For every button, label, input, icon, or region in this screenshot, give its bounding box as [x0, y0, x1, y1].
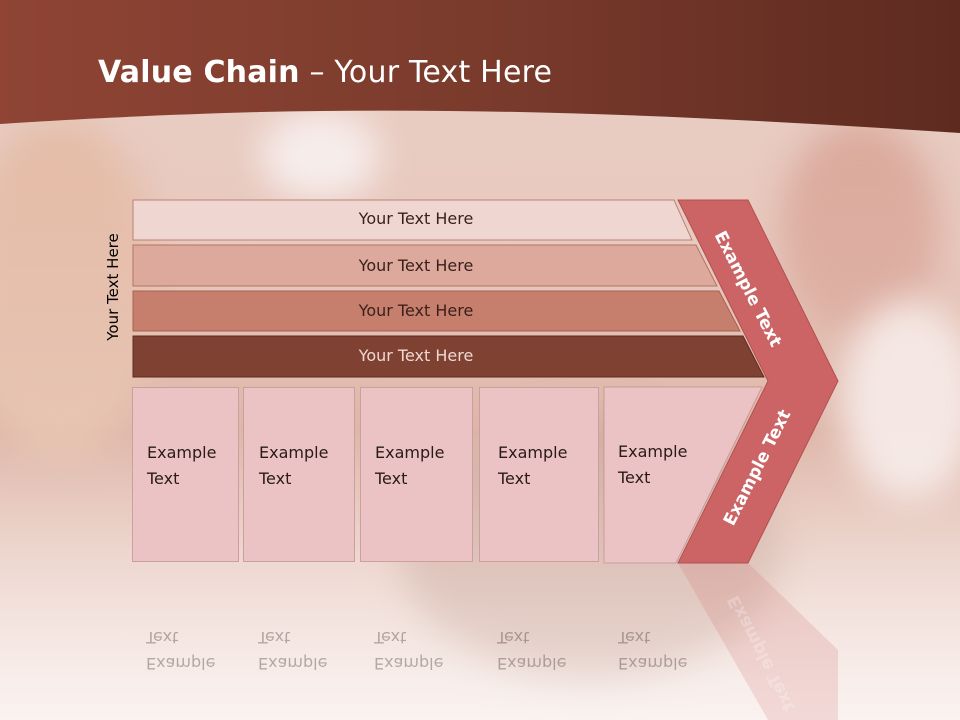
header-band: Value Chain – Your Text Here: [0, 0, 960, 140]
box-2-reflection-label: Example Text: [258, 628, 328, 672]
box-3-reflection: Example Text: [360, 562, 473, 672]
row-2-shape: [132, 244, 718, 287]
box-4-reflection: Example Text: [479, 562, 599, 672]
box-5-label: Example Text: [618, 442, 688, 487]
box-1-reflection-label: Example Text: [146, 628, 216, 672]
box-2: Example Text: [243, 387, 355, 562]
box-5-reflection: Example Text: [604, 562, 694, 672]
row-4-shape: [132, 335, 765, 378]
box-4: Example Text: [479, 387, 599, 562]
row-1-label: Your Text Here: [358, 209, 474, 228]
box-1: Example Text: [132, 387, 239, 562]
row-3-label: Your Text Here: [358, 301, 474, 320]
row-3-shape: [132, 290, 741, 332]
box-2-label: Example Text: [259, 443, 329, 488]
row-2-label: Your Text Here: [358, 256, 474, 275]
slide-title: Value Chain – Your Text Here: [98, 55, 552, 90]
chevron-reflection: [678, 563, 838, 720]
box-1-reflection: Example Text: [132, 562, 239, 672]
chevron-arrow: [677, 199, 839, 564]
box-5-reflection-label: Example Text: [618, 628, 688, 672]
box-1-label: Example Text: [147, 443, 217, 488]
box-2-reflection: Example Text: [243, 562, 355, 672]
title-rest: – Your Text Here: [299, 55, 553, 90]
title-bold: Value Chain: [98, 55, 300, 90]
box-4-reflection-label: Example Text: [497, 628, 567, 672]
box-3: Example Text: [360, 387, 473, 562]
row-1-shape: [132, 199, 693, 241]
row-4-label: Your Text Here: [358, 346, 474, 365]
box-4-label: Example Text: [498, 443, 568, 488]
box-5-shape: [603, 386, 763, 564]
box-3-reflection-label: Example Text: [374, 628, 444, 672]
box-3-label: Example Text: [375, 443, 445, 488]
